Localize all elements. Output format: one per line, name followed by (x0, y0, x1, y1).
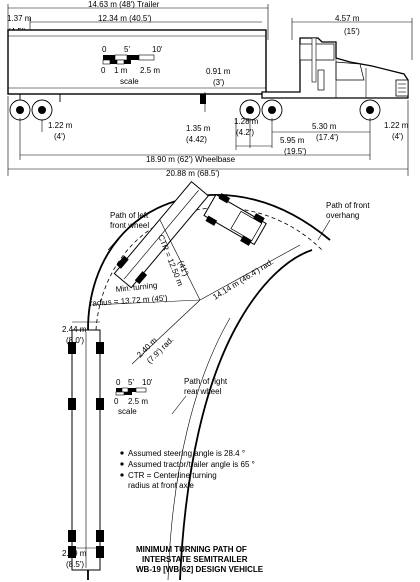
notes: Assumed steering angle is 28.4 ° Assumed… (120, 449, 255, 490)
svg-text:scale: scale (118, 407, 137, 416)
path-left-label-1: Path of left (110, 211, 149, 220)
svg-text:0: 0 (102, 45, 107, 54)
caption: MINIMUM TURNING PATH OF INTERSTATE SEMIT… (136, 545, 264, 574)
front-overhang-ft: (4') (392, 132, 404, 141)
tractor-length-ft: (15') (344, 27, 360, 36)
side-scale: 0 5' 10' 0 1 m 2.5 m scale (101, 45, 163, 86)
note-tractor-trailer: Assumed tractor/trailer angle is 65 ° (128, 460, 255, 469)
side-view: 14.63 m (48') Trailer 12.34 m (40.5') 1.… (7, 0, 413, 178)
trailer-body (7, 29, 267, 95)
starting-vehicle (68, 329, 104, 571)
tractor-length-m: 4.57 m (335, 14, 360, 23)
min-turning-1: Min. turning (115, 281, 158, 294)
path-front-overhang (95, 207, 323, 331)
note-ctr: CTR = Centerline turning (128, 471, 217, 480)
kingpin-offset-m: 1.35 m (186, 124, 211, 133)
note-steering: Assumed steering angle is 28.4 ° (128, 449, 245, 458)
tractor-cab (261, 37, 409, 99)
rear-overhang-ft: (4') (54, 132, 66, 141)
axle-span-ft: (19.5') (284, 147, 307, 156)
left-width-ft: (8.0') (66, 336, 84, 345)
svg-text:0: 0 (101, 66, 106, 75)
bottom-width-m: 2.59 m (62, 549, 87, 558)
path-front-label-2: overhang (326, 211, 359, 220)
path-front-label-1: Path of front (326, 201, 370, 210)
rear-overhang-m: 1.22 m (48, 121, 73, 130)
radius-label: 14.14 m (46.4') rad. (211, 257, 275, 301)
path-left-label-2: front wheel (110, 221, 149, 230)
svg-text:10': 10' (142, 378, 153, 387)
bottom-width-ft: (8.5') (66, 560, 84, 569)
svg-text:2.5 m: 2.5 m (128, 397, 148, 406)
svg-text:scale: scale (120, 77, 139, 86)
svg-text:1 m: 1 m (114, 66, 128, 75)
svg-text:5': 5' (128, 378, 134, 387)
svg-text:5': 5' (124, 45, 130, 54)
caption-line-3: WB-19 [WB-62] DESIGN VEHICLE (136, 565, 264, 574)
tandem-m: 1.28 m (234, 117, 259, 126)
svg-text:0: 0 (114, 397, 119, 406)
caption-line-1: MINIMUM TURNING PATH OF (136, 545, 247, 554)
plan-view: Path of left front wheel Path of front o… (62, 180, 370, 581)
plan-scale: 0 5' 10' 0 2.5 m scale (114, 378, 153, 416)
min-turning-2: radius = 13.72 m (45') (90, 294, 169, 308)
tractor-wb-m: 5.30 m (312, 122, 337, 131)
kingpin-offset-ft: (4.42) (186, 135, 207, 144)
path-right-label-2: rear wheel (184, 387, 222, 396)
svg-text:2.5 m: 2.5 m (140, 66, 160, 75)
path-right-rear-wheel (179, 249, 313, 581)
front-overhang-m: 1.22 m (384, 121, 409, 130)
svg-text:0: 0 (116, 378, 121, 387)
trailer-length-label: 14.63 m (48') Trailer (88, 0, 160, 9)
turned-vehicle (113, 180, 267, 289)
trailer-body-label: 12.34 m (40.5') (98, 14, 152, 23)
kingpin-ft: (3') (213, 78, 225, 87)
caption-line-2: INTERSTATE SEMITRAILER (142, 555, 248, 564)
kingpin-m: 0.91 m (206, 67, 231, 76)
wheelbase-label: 18.90 m (62') Wheelbase (146, 155, 236, 164)
axle-span-m: 5.95 m (280, 136, 305, 145)
tractor-wb-ft: (17.4') (316, 133, 339, 142)
trailer-wheels (9, 99, 53, 121)
overall-length-label: 20.88 m (68.5') (166, 169, 220, 178)
tandem-ft: (4.2') (236, 128, 254, 137)
tractor-wheels (239, 99, 381, 121)
trailer-overhang-m: 1.37 m (7, 14, 32, 23)
note-ctr-2: radius at front axle (128, 481, 194, 490)
left-width-m: 2.44 m (62, 325, 87, 334)
svg-text:10': 10' (152, 45, 163, 54)
path-right-label-1: Path of right (184, 377, 228, 386)
